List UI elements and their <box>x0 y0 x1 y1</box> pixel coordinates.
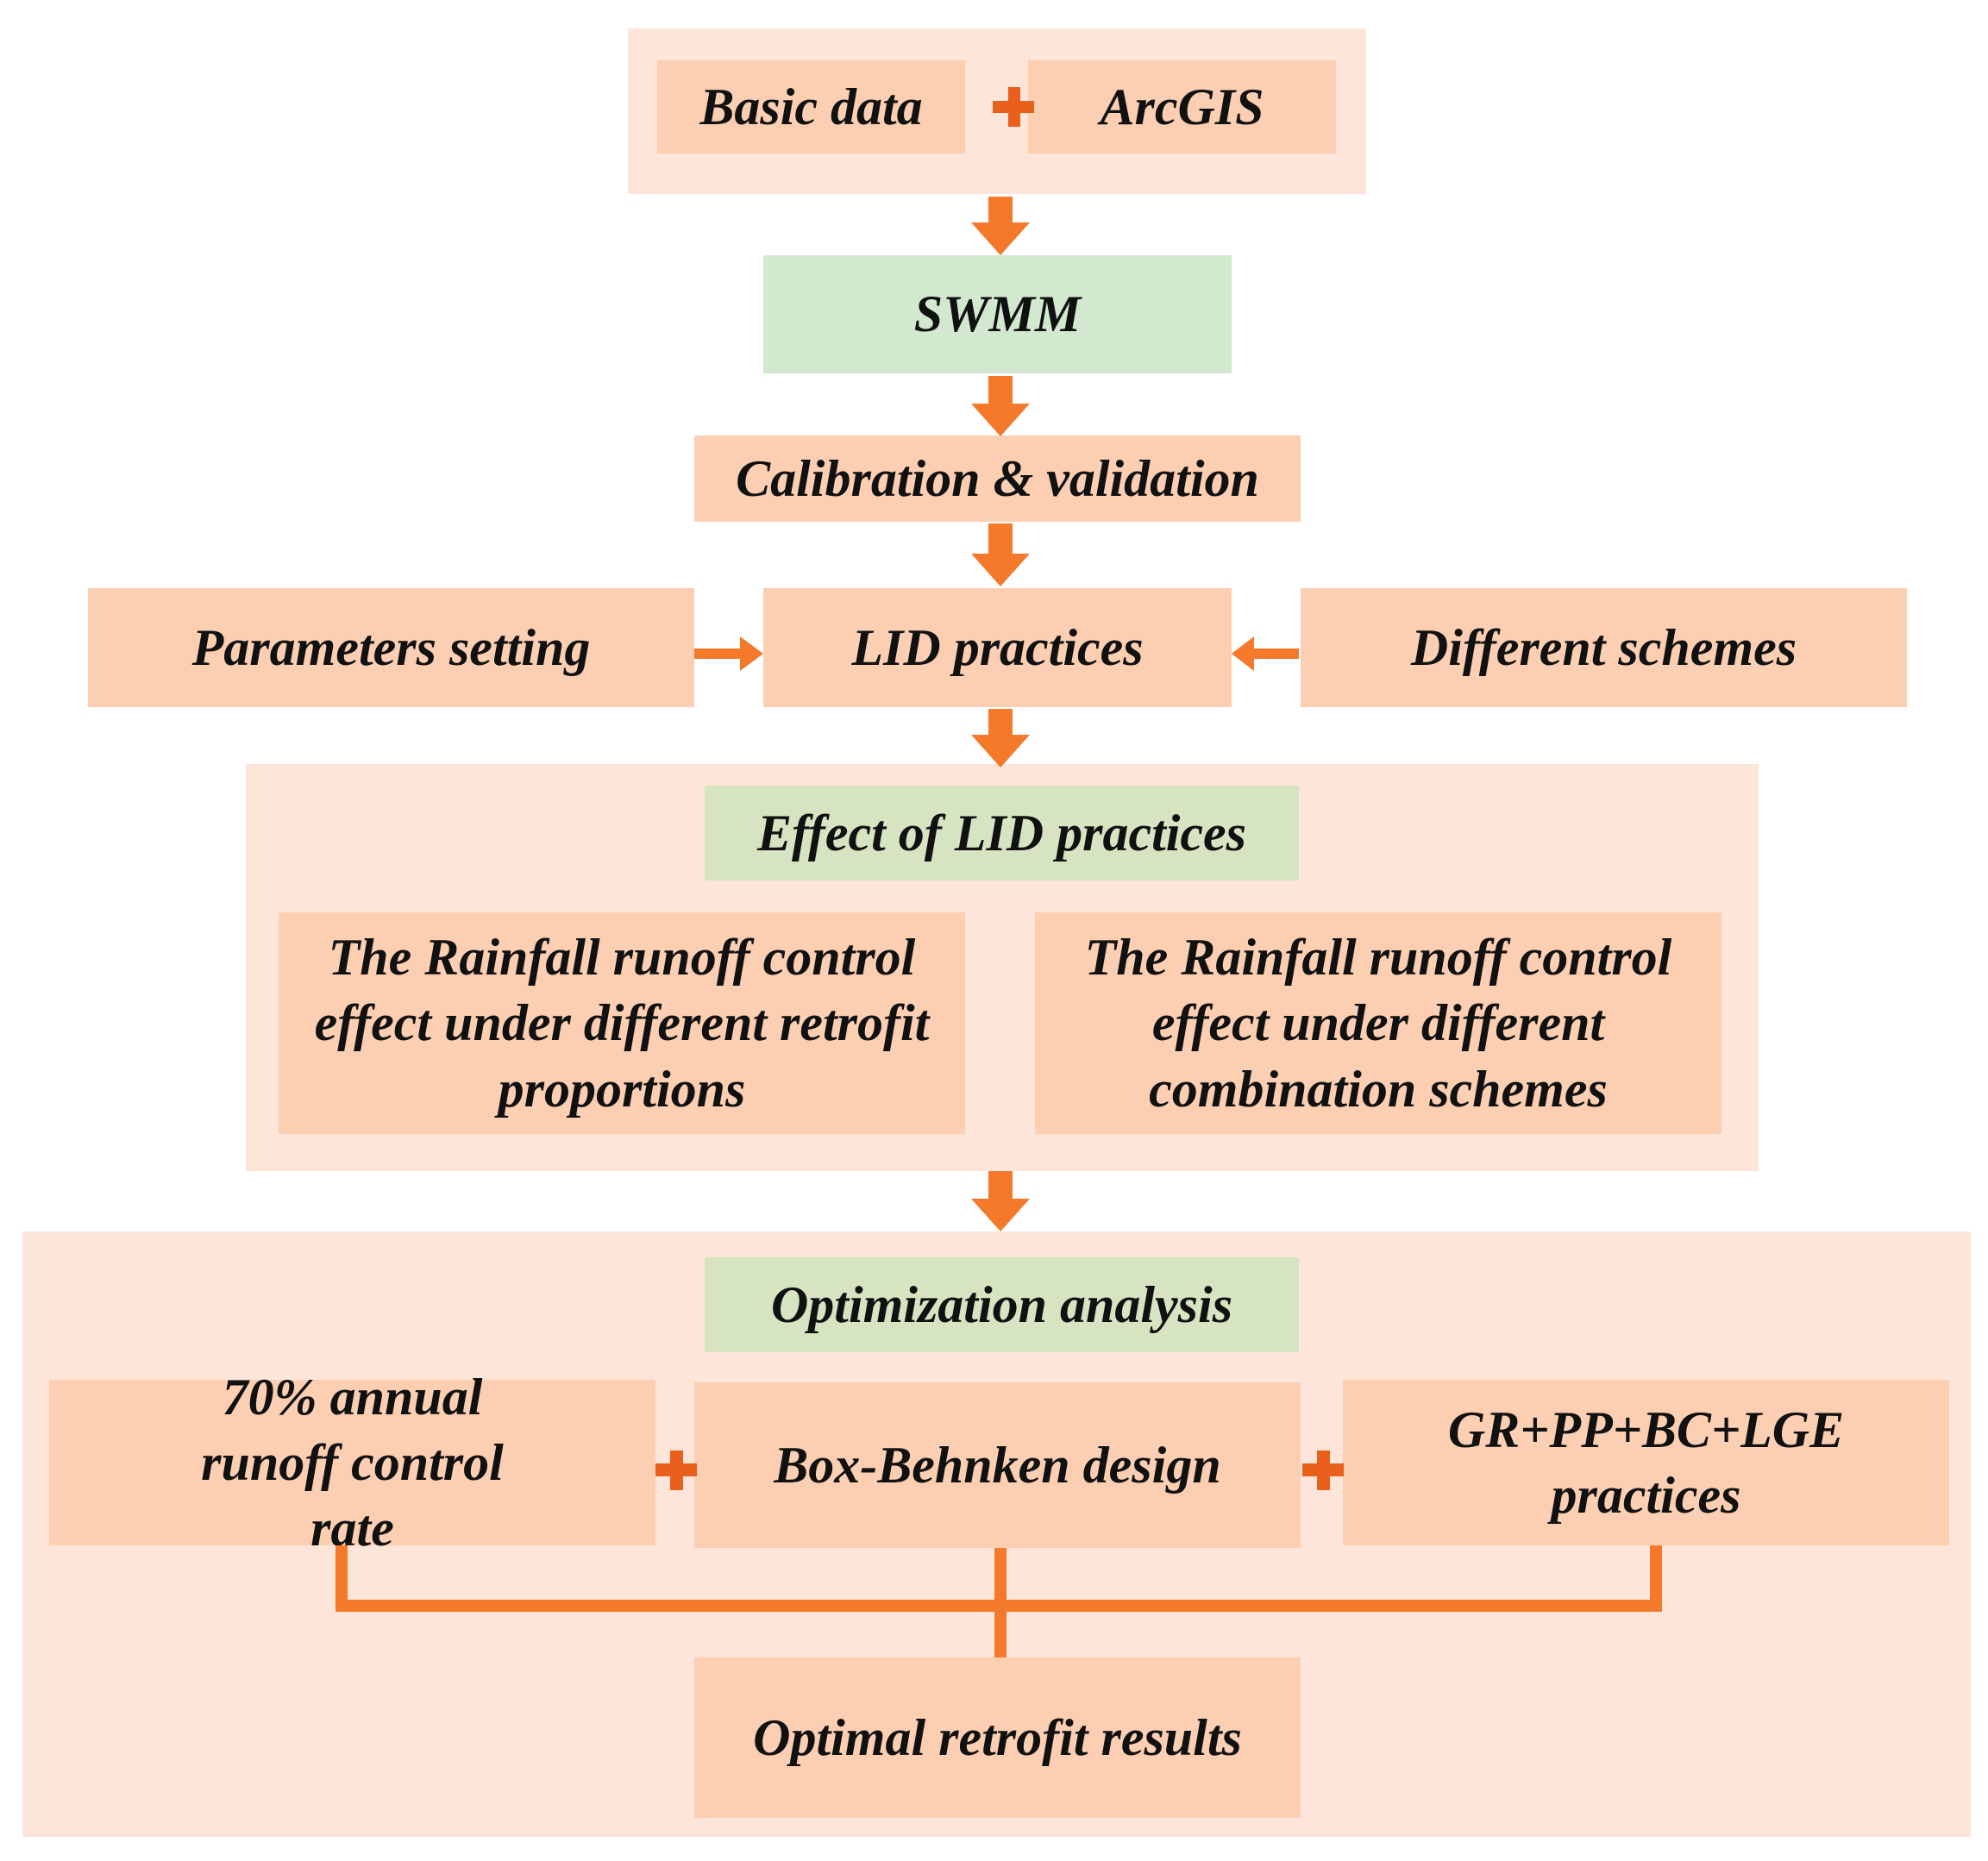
arrow-parameters-to-lid <box>694 636 763 671</box>
effect-combination-schemes-box: The Rainfall runoff control effect under… <box>1035 912 1721 1134</box>
plus-icon <box>655 1451 697 1490</box>
optimization-analysis-title: Optimization analysis <box>705 1257 1299 1352</box>
arrow-to-effect-panel <box>971 709 1030 768</box>
basic-data-box: Basic data <box>657 60 965 154</box>
effect-retrofit-proportions-box: The Rainfall runoff control effect under… <box>279 912 965 1134</box>
arrow-to-calibration <box>971 376 1030 436</box>
box-behnken-design-box: Box-Behnken design <box>694 1382 1301 1548</box>
arrow-schemes-to-lid <box>1232 636 1299 671</box>
effect-of-lid-title: Effect of LID practices <box>705 786 1299 880</box>
arrow-to-lid-practices <box>971 523 1030 586</box>
lid-practices-box: LID practices <box>763 588 1232 707</box>
arrow-to-swmm <box>971 197 1030 255</box>
arrow-to-optimization-panel <box>971 1171 1030 1231</box>
plus-icon <box>1302 1451 1344 1490</box>
different-schemes-box: Different schemes <box>1301 588 1907 707</box>
runoff-control-rate-box: 70% annual runoff control rate <box>49 1369 655 1557</box>
arcgis-box: ArcGIS <box>1028 60 1336 154</box>
flow-arrows <box>694 197 1299 1231</box>
swmm-box: SWMM <box>763 255 1232 373</box>
merge-connector <box>336 1545 1662 1657</box>
practices-combination-box: GR+PP+BC+LGE practices <box>1343 1380 1949 1545</box>
plus-icon <box>993 87 1034 127</box>
optimal-retrofit-results-box: Optimal retrofit results <box>694 1657 1301 1818</box>
calibration-validation-box: Calibration & validation <box>694 435 1301 522</box>
plus-signs <box>655 87 1344 1490</box>
parameters-setting-box: Parameters setting <box>88 588 694 707</box>
